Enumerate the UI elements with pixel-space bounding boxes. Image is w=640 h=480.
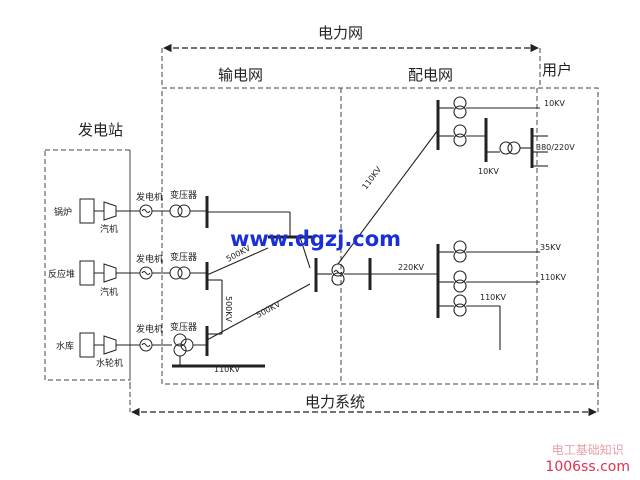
reservoir-label: 水库 xyxy=(56,340,74,352)
stamp-line-2: 1006ss.com xyxy=(545,459,630,475)
generator-label-3: 发电机 xyxy=(136,323,163,335)
transmission-grid-label: 输电网 xyxy=(218,66,263,84)
station-row-reservoir xyxy=(79,332,206,364)
power-grid-box xyxy=(161,87,599,385)
steam-turbine-label-1: 汽机 xyxy=(100,223,118,235)
boiler-label: 锅炉 xyxy=(54,206,72,218)
station-row-reactor xyxy=(79,260,206,286)
steam-turbine-label-2: 汽机 xyxy=(100,286,118,298)
voltage-label-35: 35KV xyxy=(540,243,561,252)
power-system-label: 电力系统 xyxy=(305,393,365,411)
voltage-label-500-b: 500KV xyxy=(224,296,233,323)
generator-label-1: 发电机 xyxy=(136,191,163,203)
generator-label-2: 发电机 xyxy=(136,253,163,265)
voltage-label-500-c: 500KV xyxy=(255,299,283,319)
voltage-label-110-lower: 110KV xyxy=(480,293,507,302)
voltage-label-110-bottom: 110KV xyxy=(214,365,241,374)
transmission-network xyxy=(172,129,439,368)
voltage-label-110-user: 110KV xyxy=(540,273,567,282)
hydro-turbine-label: 水轮机 xyxy=(96,357,123,369)
watermark-stamp: 电工基础知识 1006ss.com xyxy=(545,442,630,476)
users-label: 用户 xyxy=(542,61,572,79)
distribution-network xyxy=(436,96,548,350)
transformer-label-2: 变压器 xyxy=(170,251,197,263)
power-station-label: 发电站 xyxy=(78,121,123,139)
reactor-label: 反应堆 xyxy=(48,268,75,280)
voltage-label-10-mid: 10KV xyxy=(478,167,499,176)
transformer-label-1: 变压器 xyxy=(170,189,197,201)
voltage-label-380-220: 380/220V xyxy=(536,143,575,152)
station-row-boiler xyxy=(79,198,206,224)
voltage-label-10-top: 10KV xyxy=(544,99,565,108)
watermark-site: www.dgzj.com xyxy=(230,227,401,251)
transformer-label-3: 变压器 xyxy=(170,321,197,333)
voltage-label-220: 220KV xyxy=(398,263,425,272)
stamp-line-1: 电工基础知识 xyxy=(551,443,624,457)
voltage-label-110-dist: 110KV xyxy=(360,165,383,192)
distribution-grid-label: 配电网 xyxy=(408,66,453,84)
power-grid-label: 电力网 xyxy=(318,24,363,42)
